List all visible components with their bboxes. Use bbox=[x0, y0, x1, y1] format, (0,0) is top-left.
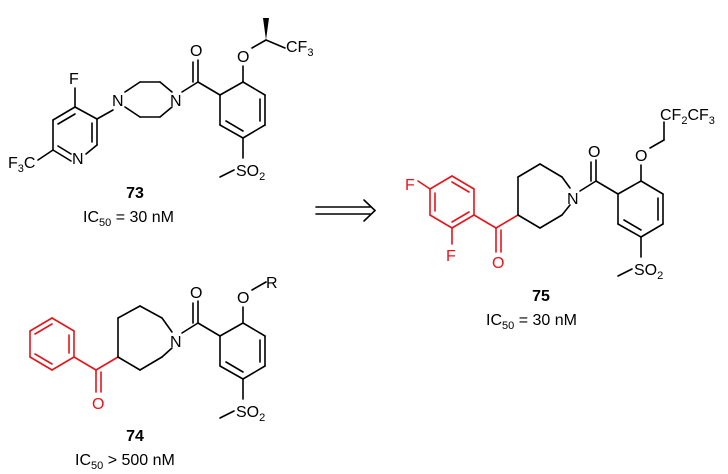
atom-o-carbonyl: O bbox=[190, 43, 202, 60]
atom-r: R bbox=[266, 275, 278, 292]
compound-75-structure bbox=[417, 121, 665, 277]
atom-cf3-group: F3C bbox=[8, 155, 35, 175]
compound-75-label: 75 bbox=[532, 288, 550, 305]
compound-73-ic50: IC50 = 30 nM bbox=[83, 209, 174, 229]
atom-cf2cf3: CF2CF3 bbox=[660, 107, 715, 127]
atom-o-ketone: O bbox=[492, 255, 504, 272]
compound-74-label: 74 bbox=[126, 428, 144, 445]
atom-o-carbonyl: O bbox=[190, 285, 202, 302]
atom-n-piperidine: N bbox=[170, 334, 182, 351]
atom-o-ether: O bbox=[237, 290, 249, 307]
compound-73-label: 73 bbox=[126, 185, 144, 202]
atom-n-pyridine: N bbox=[72, 151, 84, 168]
atom-f: F bbox=[69, 71, 79, 88]
atom-so2: SO2 bbox=[634, 262, 663, 282]
atom-o-ether: O bbox=[237, 49, 249, 66]
atom-so2: SO2 bbox=[236, 163, 265, 183]
atom-o-ether: O bbox=[635, 148, 647, 165]
compound-74-structure bbox=[29, 281, 267, 419]
atom-o-carbonyl: O bbox=[588, 144, 600, 161]
compound-73-structure bbox=[37, 18, 286, 178]
atom-n-piperidine: N bbox=[567, 191, 579, 208]
compound-75-ic50: IC50 = 30 nM bbox=[486, 312, 577, 332]
atom-n-piperazine-2: N bbox=[170, 93, 182, 110]
atom-cf3: CF3 bbox=[286, 39, 313, 59]
atom-so2: SO2 bbox=[236, 404, 265, 424]
atom-f-bottom: F bbox=[446, 248, 456, 265]
atom-f-top: F bbox=[405, 177, 415, 194]
compound-74-ic50: IC50 > 500 nM bbox=[75, 452, 175, 472]
implies-arrow bbox=[315, 199, 377, 222]
atom-o-ketone: O bbox=[92, 396, 104, 413]
atom-n-piperazine-1: N bbox=[112, 93, 124, 110]
